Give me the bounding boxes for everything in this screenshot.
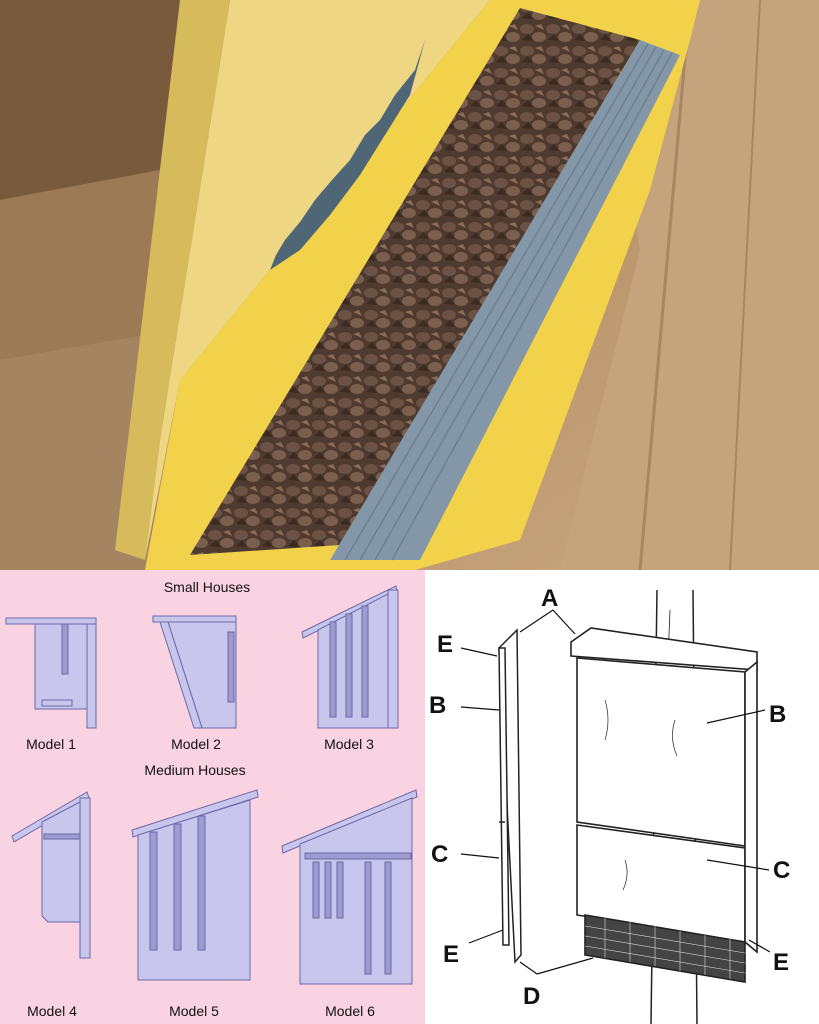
model-1-house (5, 617, 97, 729)
grooved-panel (330, 40, 680, 560)
label-c-left: C (431, 841, 448, 868)
label-b-right: B (769, 701, 786, 728)
model-3-house (301, 585, 399, 729)
model-2-house (152, 615, 237, 729)
model-6-house (281, 789, 418, 985)
small-houses-heading: Small Houses (164, 579, 250, 595)
front-board (145, 0, 490, 560)
label-b-left: B (429, 692, 446, 719)
model-4-label: Model 4 (27, 1003, 77, 1019)
model-6-label: Model 6 (325, 1003, 375, 1019)
bat-house-construction-diagram: A E B B C C E E D (425, 570, 819, 1024)
label-c-right: C (773, 857, 790, 884)
model-3-label: Model 3 (324, 736, 374, 752)
bat-house-photo (0, 0, 819, 570)
front-view (570, 627, 758, 983)
bat-decal-icon (270, 40, 425, 270)
beam (0, 170, 175, 360)
model-5-house (131, 789, 259, 981)
label-e-lower-right: E (773, 949, 789, 976)
model-5-label: Model 5 (169, 1003, 219, 1019)
label-e-lower-left: E (443, 941, 459, 968)
label-e-upper-left: E (437, 631, 453, 658)
soffit-shadow (0, 0, 230, 200)
side-view (498, 628, 522, 964)
bat-house (115, 0, 700, 570)
model-2-label: Model 2 (171, 736, 221, 752)
leader-lines (460, 609, 771, 975)
roosting-bats (190, 8, 640, 555)
label-d-bottom: D (523, 983, 540, 1010)
label-a-top: A (541, 585, 558, 612)
medium-houses-heading: Medium Houses (144, 762, 245, 778)
upper-panel (576, 657, 746, 847)
model-4-house (11, 791, 91, 959)
model-1-label: Model 1 (26, 736, 76, 752)
bat-house-models-panel: Small Houses Medium Houses Model 1 Model… (0, 570, 425, 1024)
